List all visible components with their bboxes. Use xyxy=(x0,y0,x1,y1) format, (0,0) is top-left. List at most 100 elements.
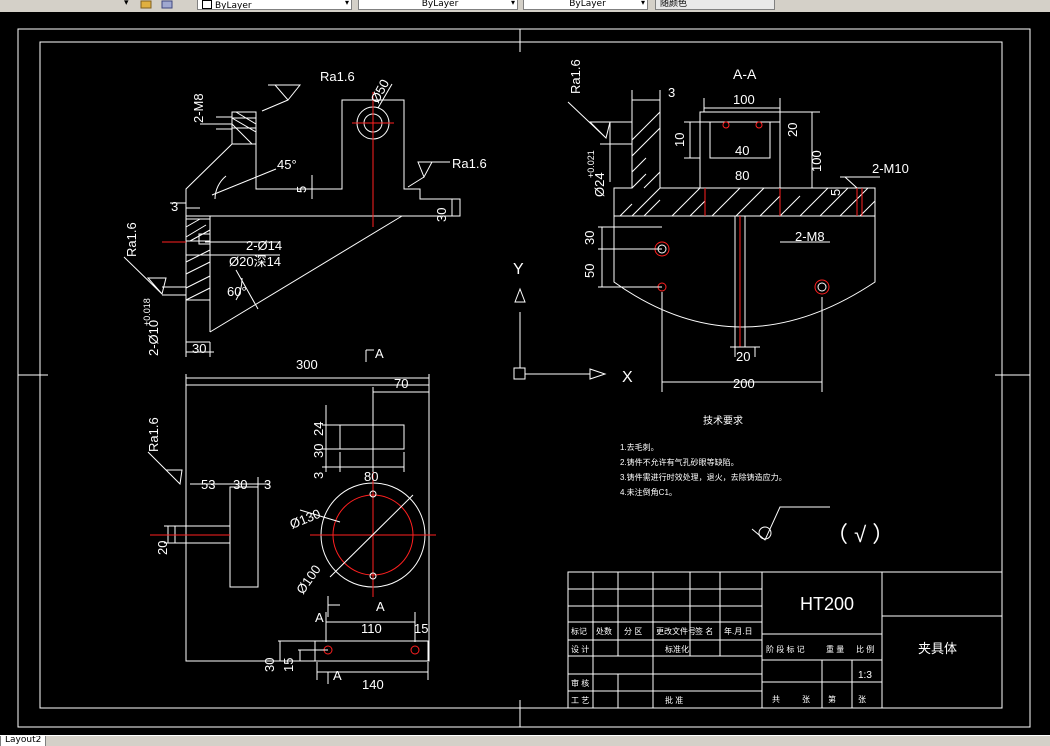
title-block-cell: 分 区 xyxy=(624,627,642,636)
dimension-label: 10 xyxy=(672,133,687,147)
section-title: A-A xyxy=(733,66,757,82)
layer-state-icon[interactable] xyxy=(140,0,154,9)
dimension-label: 30 xyxy=(233,477,247,492)
drawing-canvas[interactable]: Ra1.6 Ø50 2-M8 45° Ra1.6 3 5 30 Ra1.6 2-… xyxy=(0,12,1050,735)
dimension-label: 3 xyxy=(171,199,178,214)
angle-label: 60° xyxy=(227,284,247,299)
note-item: 2.铸件不允许有气孔砂眼等缺陷。 xyxy=(620,457,739,467)
dimension-label: 100 xyxy=(733,92,755,107)
dimension-label: 20 xyxy=(155,541,170,555)
dimension-label: 70 xyxy=(394,376,408,391)
title-block-cell: 重 量 xyxy=(826,644,844,654)
dimension-label: 30 xyxy=(582,231,597,245)
dimension-label: 20 xyxy=(736,349,750,364)
technical-notes: 技术要求 1.去毛刺。 2.铸件不允许有气孔砂眼等缺陷。 3.铸件需进行时效处理… xyxy=(620,414,787,497)
title-block-cell: 标记 xyxy=(571,626,587,636)
material-label: HT200 xyxy=(800,594,854,614)
plan-view xyxy=(147,349,436,684)
title-block-cell: 年.月.日 xyxy=(724,626,752,636)
title-block-cell: 标准化 xyxy=(665,644,689,654)
plan-view-labels: 300 A 70 24 30 3 80 Ra1.6 53 30 3 20 Ø13… xyxy=(146,346,428,692)
drawing-svg: Ra1.6 Ø50 2-M8 45° Ra1.6 3 5 30 Ra1.6 2-… xyxy=(17,28,1031,728)
plotstyle-combo[interactable]: 随颜色 xyxy=(655,0,775,10)
lineweight-combo[interactable]: ByLayer▾ xyxy=(523,0,648,10)
section-mark: A xyxy=(376,599,385,614)
title-block-cell: 更改文件号 xyxy=(656,626,696,636)
dimension-label: 30 xyxy=(192,341,206,356)
tab-layout2[interactable]: Layout2 xyxy=(0,736,47,746)
title-block-cell: 批 准 xyxy=(665,695,683,705)
dimension-label: 40 xyxy=(735,143,749,158)
ucs-icon: Y X xyxy=(513,261,633,386)
layout-tabs-bar: Layout2 xyxy=(0,735,1050,746)
dimension-label: 5 xyxy=(294,186,309,193)
dimension-label: 3 xyxy=(668,85,675,100)
linetype-combo[interactable]: ByLayer▾ xyxy=(358,0,518,10)
title-block-cell: 比 例 xyxy=(856,644,874,654)
thread-label: 2-M10 xyxy=(872,161,909,176)
title-block-cell: 工 艺 xyxy=(571,696,589,705)
thread-label: 2-M8 xyxy=(191,93,206,123)
tolerance-label: +0.018 xyxy=(142,298,152,326)
title-block-cell: 张 xyxy=(858,695,866,704)
dimension-label: 53 xyxy=(201,477,215,492)
section-view xyxy=(567,90,880,392)
section-mark: A xyxy=(315,610,324,625)
dimension-label: 100 xyxy=(809,150,824,172)
front-view xyxy=(123,83,461,357)
title-block-cell: 共 xyxy=(772,695,780,704)
hole-label: 2-Ø10 xyxy=(146,320,161,356)
color-combo[interactable]: ByLayer▾ xyxy=(197,0,352,10)
section-mark: A xyxy=(333,668,342,683)
thread-label: 2-M8 xyxy=(795,229,825,244)
dimension-label: 30 xyxy=(262,658,277,672)
note-item: 4.未注倒角C1。 xyxy=(620,487,677,497)
tolerance-label: +0.021 xyxy=(586,150,596,178)
dimension-label: 30 xyxy=(434,208,449,222)
title-block-cell: 设 计 xyxy=(571,644,589,654)
dimension-label: 30 xyxy=(311,444,326,458)
dimension-label: 110 xyxy=(361,621,382,636)
ucs-x-label: X xyxy=(622,369,633,386)
roughness-label: Ra1.6 xyxy=(320,69,355,84)
dimension-label: 3 xyxy=(264,477,271,492)
title-block-cell: 张 xyxy=(802,695,810,704)
layer-previous-icon[interactable] xyxy=(160,0,174,9)
title-block xyxy=(567,571,1003,709)
dimension-label: 15 xyxy=(414,621,428,636)
dimension-label: 15 xyxy=(281,658,296,672)
dimension-label: 20 xyxy=(785,123,800,137)
dimension-label: 300 xyxy=(296,357,318,372)
dimension-label: 200 xyxy=(733,376,755,391)
note-item: 3.铸件需进行时效处理，退火，去除铸造应力。 xyxy=(620,472,787,482)
title-block-cell: 签 名 xyxy=(695,626,713,636)
chevron-down-icon[interactable]: ▾ xyxy=(124,0,129,8)
roughness-label: Ra1.6 xyxy=(568,59,583,94)
part-name: 夹具体 xyxy=(918,641,957,656)
dimension-label: 80 xyxy=(364,469,378,484)
properties-toolbar: ▾ ByLayer▾ ByLayer▾ ByLayer▾ 随颜色 xyxy=(0,0,1050,13)
outer-frame xyxy=(17,28,1031,728)
section-view-labels: A-A Ra1.6 3 100 20 10 40 80 100 Ø24 +0.0… xyxy=(568,59,909,391)
dimension-label: 50 xyxy=(582,264,597,278)
hole-label: 2-Ø14 xyxy=(246,238,282,253)
layer-dropdown[interactable]: ▾ xyxy=(0,0,135,11)
dimension-label: 3 xyxy=(311,472,326,479)
title-block-labels: HT200 夹具体 标记 处数 分 区 更改文件号 签 名 年.月.日 设 计 … xyxy=(571,594,957,705)
dimension-label: Ø24 xyxy=(592,172,607,197)
hole-label: Ø20深14 xyxy=(229,254,281,269)
scale-value: 1:3 xyxy=(858,670,872,681)
roughness-label: Ra1.6 xyxy=(146,417,161,452)
title-block-cell: 处数 xyxy=(596,626,612,636)
dimension-label: Ø130 xyxy=(288,506,323,532)
title-block-cell: 第 xyxy=(828,694,836,704)
roughness-label: Ra1.6 xyxy=(124,222,139,257)
dimension-label: 24 xyxy=(311,422,326,436)
general-roughness-symbol: （ √ ） xyxy=(751,506,894,547)
section-mark: A xyxy=(375,346,384,361)
front-view-labels: Ra1.6 Ø50 2-M8 45° Ra1.6 3 5 30 Ra1.6 2-… xyxy=(124,69,487,356)
dimension-label: Ø100 xyxy=(293,562,324,597)
notes-title: 技术要求 xyxy=(703,414,743,427)
roughness-label: Ra1.6 xyxy=(452,156,487,171)
note-item: 1.去毛刺。 xyxy=(620,442,659,452)
